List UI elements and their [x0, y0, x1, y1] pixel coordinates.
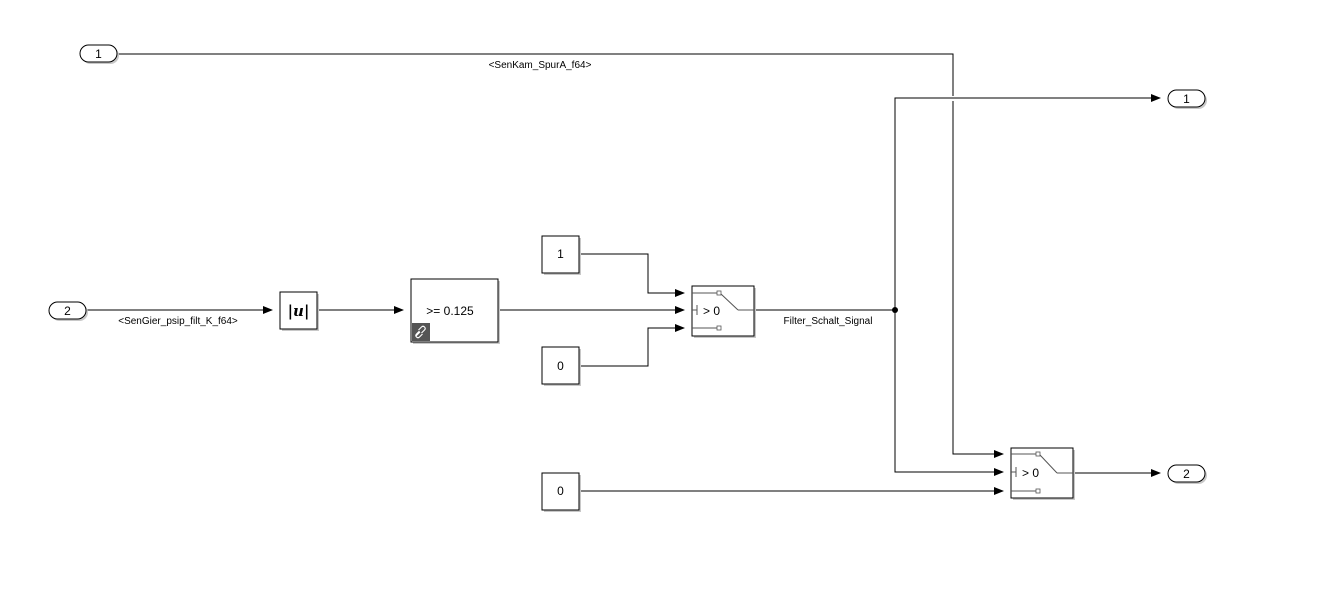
- inport-1-number: 1: [95, 47, 102, 61]
- constant-one-value: 1: [557, 247, 564, 261]
- switch-block-2[interactable]: > 0: [1010, 447, 1075, 500]
- constant-zero-mid-value: 0: [557, 359, 564, 373]
- abs-block[interactable]: |u|: [279, 291, 319, 331]
- outport-1[interactable]: 1: [1167, 89, 1207, 109]
- constant-zero-bottom-value: 0: [557, 484, 564, 498]
- constant-block-zero-mid[interactable]: 0: [541, 346, 581, 386]
- inport-1[interactable]: 1: [79, 44, 119, 64]
- signal-line-to-outport1[interactable]: [894, 94, 1161, 310]
- signal-label-senkam-spura: <SenKam_SpurA_f64>: [489, 60, 592, 71]
- switch2-criteria: > 0: [1022, 466, 1039, 480]
- signal-line-to-switch2-control[interactable]: [894, 310, 1004, 476]
- branch-point: [892, 307, 898, 313]
- constant-block-one[interactable]: 1: [541, 235, 581, 275]
- abs-block-label: |u|: [288, 302, 310, 320]
- switch-block-1[interactable]: > 0: [691, 285, 756, 338]
- inport-2-number: 2: [64, 304, 71, 318]
- outport-2-number: 2: [1183, 467, 1190, 481]
- compare-block-label: >= 0.125: [426, 304, 474, 318]
- signal-line-senkam-spura[interactable]: [117, 53, 1004, 458]
- signal-label-sengier-psip: <SenGier_psip_filt_K_f64>: [118, 316, 238, 327]
- outport-1-number: 1: [1183, 92, 1190, 106]
- switch1-criteria: > 0: [703, 304, 720, 318]
- link-icon[interactable]: [412, 323, 430, 341]
- inport-2[interactable]: 2: [48, 301, 88, 321]
- signal-label-filter-schalt: Filter_Schalt_Signal: [784, 316, 873, 327]
- constant-block-zero-bottom[interactable]: 0: [541, 472, 581, 512]
- signal-line-const-zero-mid[interactable]: [579, 324, 685, 367]
- compare-to-constant-block[interactable]: >= 0.125: [410, 278, 500, 344]
- signal-line-const-one[interactable]: [579, 253, 685, 297]
- outport-2[interactable]: 2: [1167, 464, 1207, 484]
